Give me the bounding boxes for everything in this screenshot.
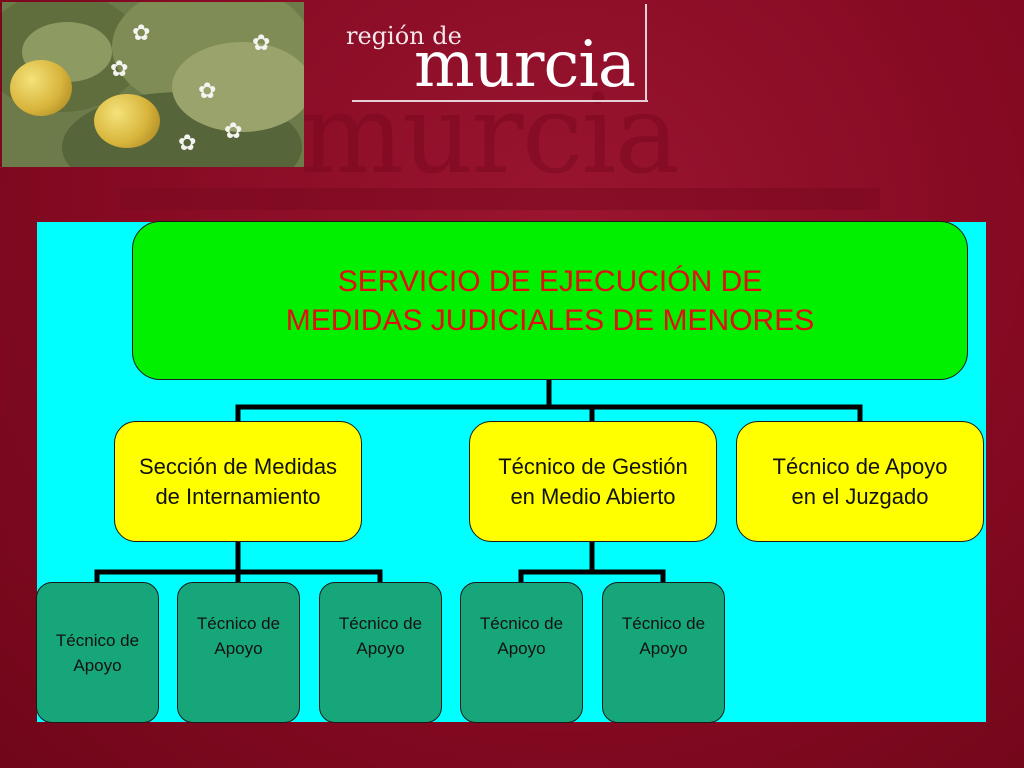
leaf-node-tecnico-apoyo-1: Técnico de Apoyo bbox=[36, 582, 159, 723]
leaf-node-line-1: Técnico de bbox=[621, 613, 706, 633]
header-photo: ✿ ✿ ✿ ✿ ✿ ✿ bbox=[2, 2, 304, 167]
leaf-node-line-1: Técnico de bbox=[479, 613, 564, 633]
background-band-left bbox=[6, 280, 32, 580]
leaf-node-label: Técnico de Apoyo bbox=[56, 628, 139, 678]
leaf-node-line-2: Apoyo bbox=[356, 638, 405, 658]
section-node-label: Técnico de Apoyo en el Juzgado bbox=[773, 452, 948, 512]
logo-underline bbox=[352, 100, 648, 102]
leaf-node-label: Técnico de Apoyo bbox=[339, 611, 422, 661]
leaf-node-line-1: Técnico de bbox=[338, 613, 423, 633]
region-logo: región de murcia bbox=[338, 4, 658, 108]
section-node-line-1: Técnico de Apoyo bbox=[772, 453, 948, 479]
leaf-node-line-2: Apoyo bbox=[639, 638, 688, 658]
leaf-node-tecnico-apoyo-4: Técnico de Apoyo bbox=[460, 582, 583, 723]
leaf-node-label: Técnico de Apoyo bbox=[480, 611, 563, 661]
section-node-line-2: de Internamiento bbox=[155, 483, 321, 509]
root-node-label: SERVICIO DE EJECUCIÓN DE MEDIDAS JUDICIA… bbox=[286, 262, 814, 340]
section-node-juzgado: Técnico de Apoyo en el Juzgado bbox=[736, 421, 984, 542]
section-node-line-2: en el Juzgado bbox=[791, 483, 929, 509]
section-node-line-2: en Medio Abierto bbox=[510, 483, 676, 509]
logo-text-main: murcia bbox=[414, 28, 636, 102]
leaf-node-line-2: Apoyo bbox=[73, 655, 122, 675]
section-node-internamiento: Sección de Medidas de Internamiento bbox=[114, 421, 362, 542]
leaf-node-label: Técnico de Apoyo bbox=[622, 611, 705, 661]
root-node: SERVICIO DE EJECUCIÓN DE MEDIDAS JUDICIA… bbox=[132, 221, 968, 380]
section-node-label: Técnico de Gestión en Medio Abierto bbox=[498, 452, 688, 512]
leaf-node-line-2: Apoyo bbox=[497, 638, 546, 658]
logo-divider bbox=[645, 4, 647, 102]
section-node-label: Sección de Medidas de Internamiento bbox=[139, 452, 337, 512]
leaf-node-line-2: Apoyo bbox=[214, 638, 263, 658]
logo-text-top: región de bbox=[346, 22, 462, 50]
section-node-line-1: Sección de Medidas bbox=[138, 453, 338, 479]
leaf-node-line-1: Técnico de bbox=[196, 613, 281, 633]
background-band bbox=[120, 188, 880, 210]
section-node-line-1: Técnico de Gestión bbox=[498, 453, 688, 479]
leaf-node-tecnico-apoyo-5: Técnico de Apoyo bbox=[602, 582, 725, 723]
leaf-node-tecnico-apoyo-2: Técnico de Apoyo bbox=[177, 582, 300, 723]
root-node-line-1: SERVICIO DE EJECUCIÓN DE bbox=[337, 264, 763, 298]
background-watermark: murcia bbox=[300, 70, 680, 198]
root-node-line-2: MEDIDAS JUDICIALES DE MENORES bbox=[285, 303, 815, 337]
leaf-node-label: Técnico de Apoyo bbox=[197, 611, 280, 661]
leaf-node-line-1: Técnico de bbox=[55, 630, 140, 650]
leaf-node-tecnico-apoyo-3: Técnico de Apoyo bbox=[319, 582, 442, 723]
section-node-medio-abierto: Técnico de Gestión en Medio Abierto bbox=[469, 421, 717, 542]
